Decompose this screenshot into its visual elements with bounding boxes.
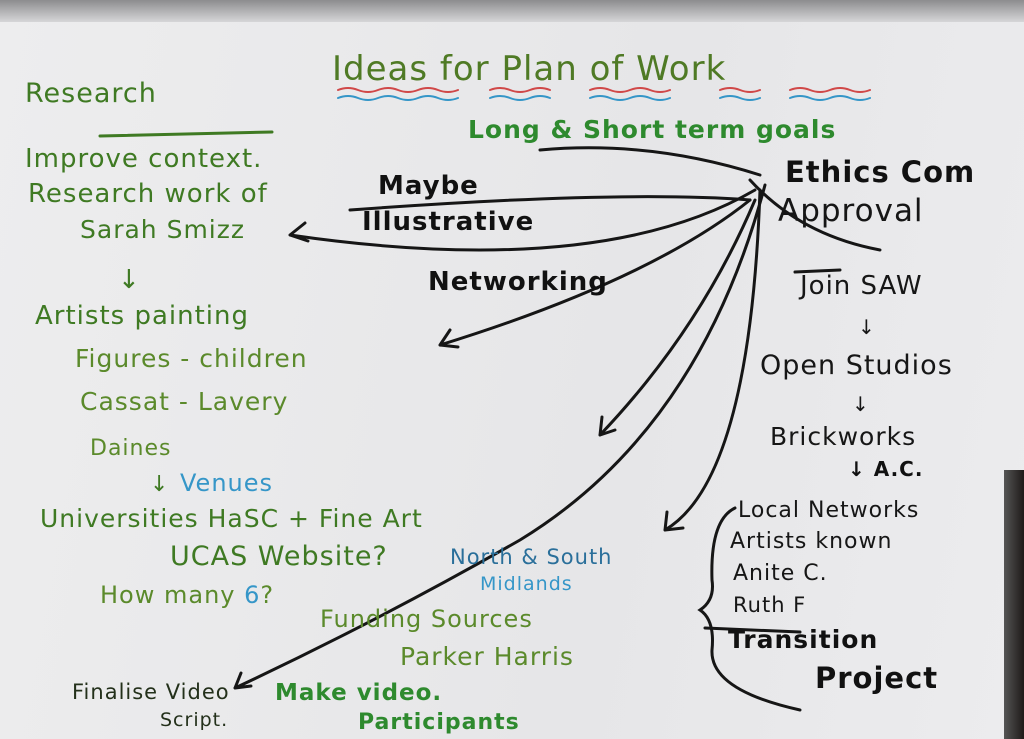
note-approval: Approval bbox=[778, 193, 924, 229]
note-universities: Universities HaSC + Fine Art bbox=[40, 504, 423, 533]
how-many-text: How many bbox=[100, 581, 236, 609]
note-figures: Figures - children bbox=[75, 344, 308, 373]
note-brickworks: Brickworks bbox=[770, 422, 917, 451]
line-to-artists bbox=[438, 198, 752, 349]
research-heading: Research bbox=[25, 78, 157, 109]
line-transition bbox=[703, 626, 802, 634]
research-underline bbox=[98, 130, 274, 138]
note-daines: Daines bbox=[90, 436, 172, 461]
note-networking: Networking bbox=[428, 267, 608, 297]
whiteboard bbox=[0, 22, 1024, 739]
note-make-video: Make video. bbox=[275, 680, 443, 706]
note-participants: Participants bbox=[358, 710, 520, 735]
page-title: Ideas for Plan of Work bbox=[332, 49, 727, 89]
note-sarah: Sarah Smizz bbox=[80, 215, 245, 244]
note-maybe: Maybe bbox=[378, 171, 479, 201]
note-north-south: North & South bbox=[450, 545, 613, 569]
join-bar bbox=[793, 268, 842, 274]
note-script: Script. bbox=[160, 709, 229, 731]
note-open-studios: Open Studios bbox=[760, 350, 953, 381]
subtitle: Long & Short term goals bbox=[468, 115, 837, 144]
note-project: Project bbox=[815, 661, 939, 695]
line-to-finalise bbox=[233, 183, 767, 690]
line-to-maybe bbox=[348, 195, 752, 212]
title-underline-blue bbox=[337, 95, 871, 101]
note-improve-context: Improve context. bbox=[25, 144, 263, 174]
line-to-research bbox=[288, 188, 757, 252]
note-midlands: Midlands bbox=[480, 573, 573, 595]
note-local-networks: Local Networks bbox=[738, 498, 920, 523]
venues-arrow: ↓ bbox=[150, 472, 170, 497]
note-ucas: UCAS Website? bbox=[170, 541, 388, 572]
note-how-many: How many 6? bbox=[100, 581, 275, 610]
how-many-number: 6 bbox=[244, 581, 261, 609]
question-mark: ? bbox=[260, 581, 275, 609]
note-illustrative: Illustrative bbox=[362, 207, 535, 237]
note-parker-harris: Parker Harris bbox=[400, 642, 574, 671]
bracket bbox=[697, 506, 802, 712]
board-edge bbox=[1004, 470, 1024, 739]
note-ac: ↓ A.C. bbox=[848, 457, 924, 481]
down-arrow-2: ↓ bbox=[852, 392, 870, 416]
note-anite: Anite C. bbox=[733, 561, 828, 586]
line-to-venues bbox=[598, 198, 757, 437]
note-ruth: Ruth F bbox=[733, 593, 807, 617]
down-arrow-1: ↓ bbox=[858, 315, 876, 339]
note-funding: Funding Sources bbox=[320, 605, 533, 633]
note-artists-known: Artists known bbox=[730, 529, 893, 554]
line-goals-ethics bbox=[538, 146, 762, 177]
note-venues: Venues bbox=[180, 469, 274, 497]
title-underline-red bbox=[337, 87, 871, 93]
note-artists-painting: Artists painting bbox=[35, 301, 249, 331]
note-transition: Transition bbox=[728, 625, 879, 654]
note-research-work: Research work of bbox=[28, 179, 268, 209]
whiteboard-frame bbox=[0, 0, 1024, 22]
note-cassat: Cassat - Lavery bbox=[80, 387, 289, 416]
note-ethics: Ethics Com bbox=[785, 155, 976, 189]
note-finalise: Finalise Video bbox=[72, 680, 230, 704]
line-to-funding bbox=[663, 188, 762, 532]
down-arrow: ↓ bbox=[118, 265, 141, 295]
note-join-saw: Join SAW bbox=[800, 271, 923, 301]
